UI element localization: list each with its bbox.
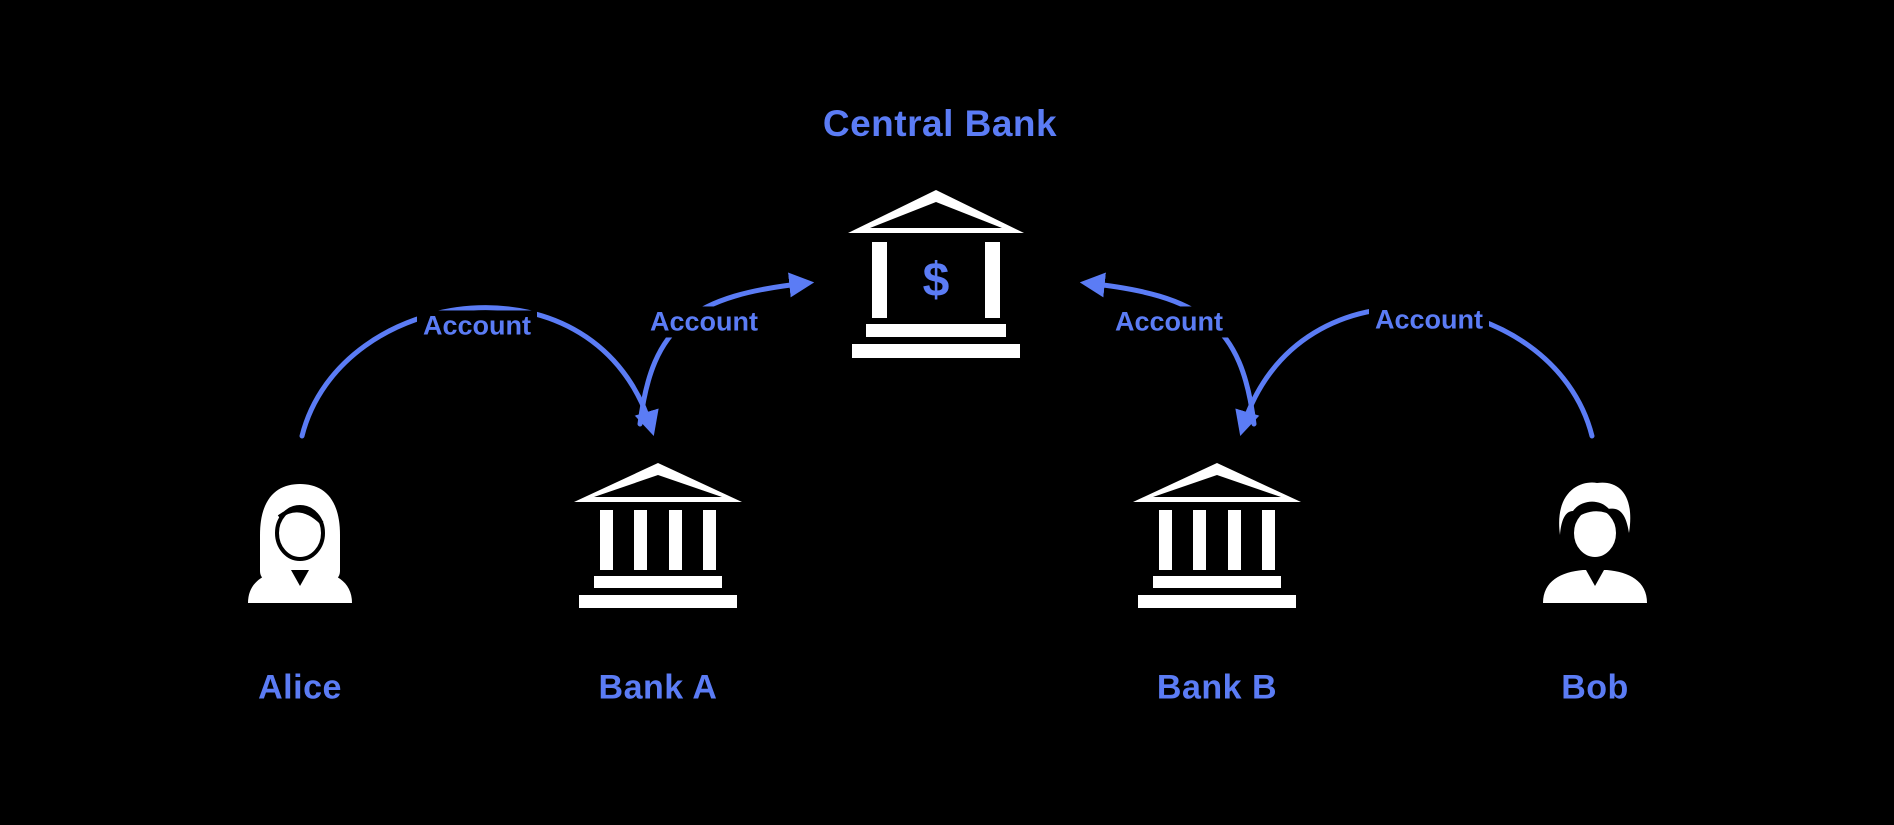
bob-man-icon [1543, 482, 1647, 603]
edge-label-bank-b-central-bank: Account [1109, 306, 1229, 338]
dollar-symbol: $ [923, 254, 950, 307]
edge-arrow-bank-b-to-central-bank [1079, 272, 1257, 427]
alice-woman-icon [248, 484, 352, 603]
bank-a-label: Bank A [598, 668, 718, 707]
bank-a-building-icon [574, 463, 742, 608]
edge-label-bob-bank-b: Account [1369, 304, 1489, 336]
central-bank-building-icon: $ [848, 190, 1024, 358]
bank-b-label: Bank B [1156, 668, 1278, 707]
alice-label: Alice [258, 668, 342, 707]
bob-label: Bob [1561, 668, 1629, 707]
edge-label-bank-a-central-bank: Account [644, 306, 764, 338]
edge-arrow-alice-to-bank-a [299, 305, 659, 439]
edge-label-alice-bank-a: Account [417, 310, 537, 342]
bank-b-building-icon [1133, 463, 1301, 608]
edge-arrow-bank-a-to-central-bank [637, 272, 815, 427]
central-bank-label: Central Bank [822, 103, 1058, 144]
